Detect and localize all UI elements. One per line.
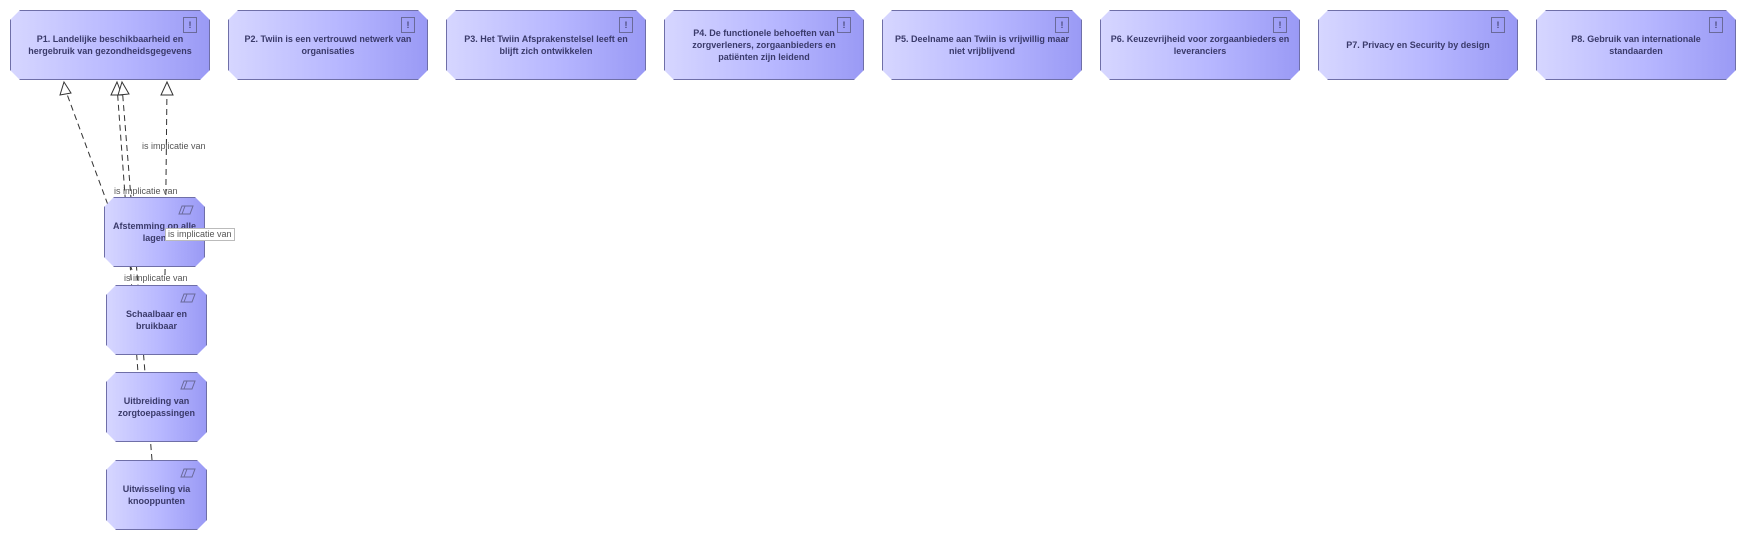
implication-label: Afstemming op alle lagen xyxy=(113,221,197,243)
principle-label: P8. Gebruik van internationale standaard… xyxy=(1571,34,1701,56)
principle-icon: ! xyxy=(837,17,851,33)
implication-uitbreiding[interactable]: Uitbreiding van zorgtoepassingen xyxy=(106,372,207,442)
principle-p6[interactable]: ! P6. Keuzevrijheid voor zorgaanbieders … xyxy=(1100,10,1300,80)
principle-p2[interactable]: ! P2. Twiin is een vertrouwd netwerk van… xyxy=(228,10,428,80)
arrowhead xyxy=(117,80,130,96)
implication-icon xyxy=(180,293,196,303)
implication-schaalbaar[interactable]: Schaalbaar en bruikbaar xyxy=(106,285,207,355)
principle-icon: ! xyxy=(1273,17,1287,33)
relation-label: is implicatie van xyxy=(142,141,206,151)
principle-label: P2. Twiin is een vertrouwd netwerk van o… xyxy=(244,34,412,56)
principle-p4[interactable]: ! P4. De functionele behoeften van zorgv… xyxy=(664,10,864,80)
principle-label: P4. De functionele behoeften van zorgver… xyxy=(692,28,836,62)
relation-label: is implicatie van xyxy=(114,186,178,196)
principle-label: P5. Deelname aan Twiin is vrijwillig maa… xyxy=(895,34,1069,56)
principle-label: P1. Landelijke beschikbaarheid en hergeb… xyxy=(28,34,192,56)
principle-icon: ! xyxy=(619,17,633,33)
relation-label: is implicatie van xyxy=(124,273,188,283)
principle-label: P6. Keuzevrijheid voor zorgaanbieders en… xyxy=(1110,34,1290,56)
principle-p8[interactable]: ! P8. Gebruik van internationale standaa… xyxy=(1536,10,1736,80)
principle-icon: ! xyxy=(183,17,197,33)
principle-p7[interactable]: ! P7. Privacy en Security by design xyxy=(1318,10,1518,80)
principle-icon: ! xyxy=(1709,17,1723,33)
implication-uitwisseling[interactable]: Uitwisseling via knooppunten xyxy=(106,460,207,530)
implication-icon xyxy=(180,468,196,478)
arrowhead xyxy=(59,80,72,96)
implication-icon xyxy=(180,380,196,390)
principle-p3[interactable]: ! P3. Het Twiin Afsprakenstelsel leeft e… xyxy=(446,10,646,80)
principle-icon: ! xyxy=(1491,17,1505,33)
principle-label: P7. Privacy en Security by design xyxy=(1346,40,1490,50)
principle-icon: ! xyxy=(1055,17,1069,33)
implication-label: Uitwisseling via knooppunten xyxy=(122,484,191,506)
principle-label: P3. Het Twiin Afsprakenstelsel leeft en … xyxy=(464,34,628,56)
implication-icon xyxy=(178,205,194,215)
arrowhead xyxy=(160,80,174,96)
implication-label: Uitbreiding van zorgtoepassingen xyxy=(117,396,195,418)
principle-p1[interactable]: ! P1. Landelijke beschikbaarheid en herg… xyxy=(10,10,210,80)
principle-p5[interactable]: ! P5. Deelname aan Twiin is vrijwillig m… xyxy=(882,10,1082,80)
implication-label: Schaalbaar en bruikbaar xyxy=(125,309,188,331)
relation-label: is implicatie van xyxy=(165,228,235,241)
principle-icon: ! xyxy=(401,17,415,33)
